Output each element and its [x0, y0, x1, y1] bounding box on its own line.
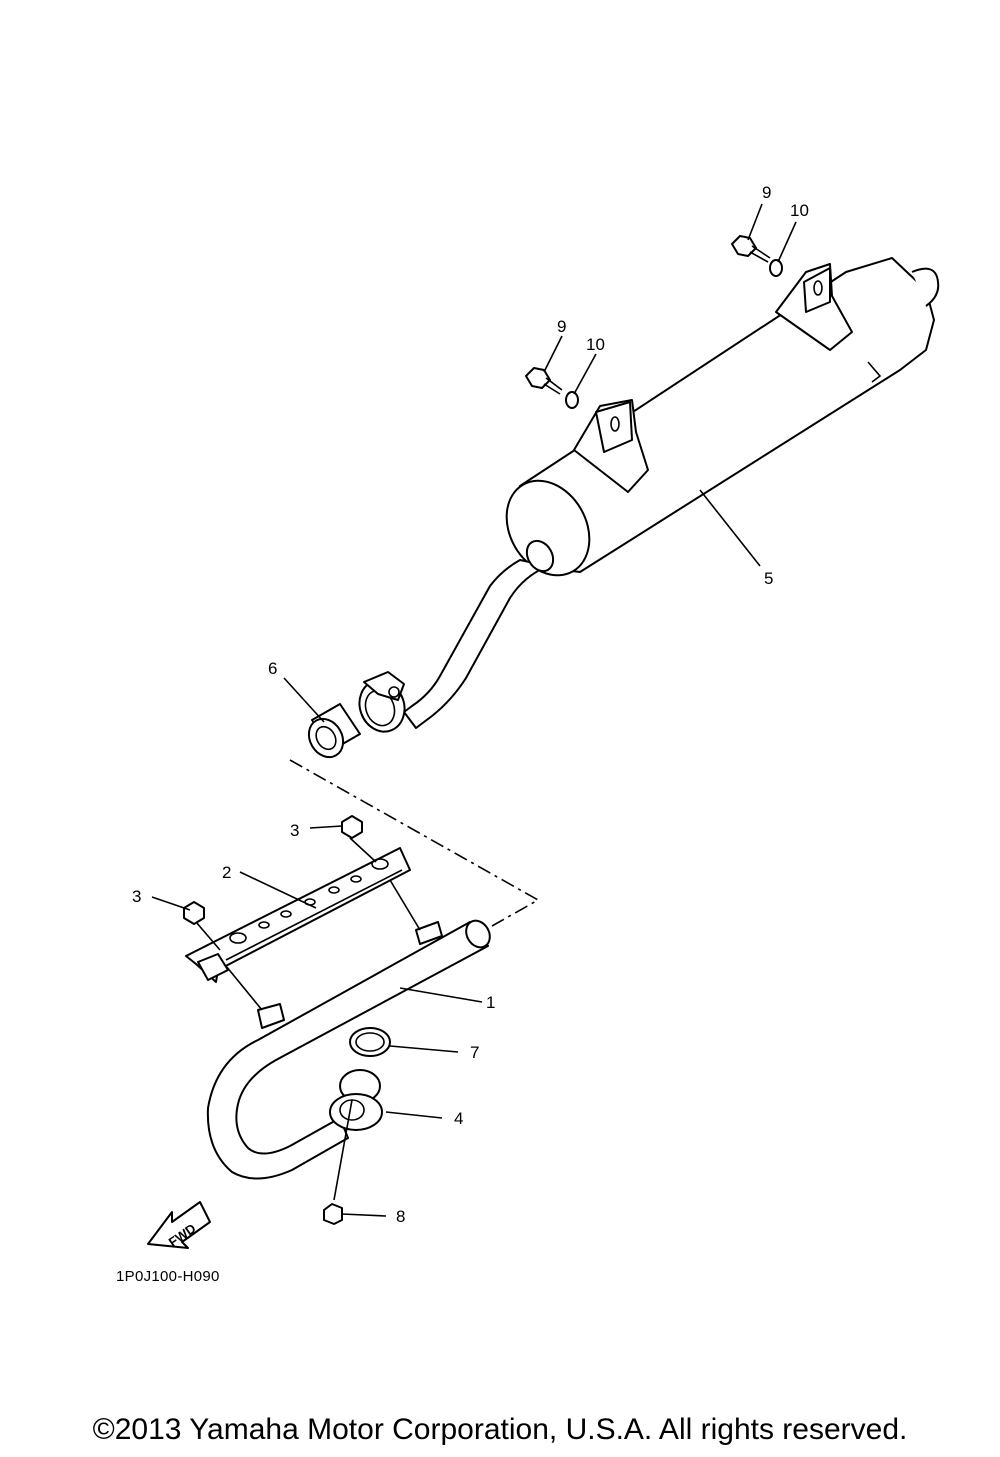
joint-flange — [329, 1069, 383, 1131]
bolt-9-lower — [525, 367, 563, 395]
callout-9-upper: 9 — [762, 183, 771, 202]
callout-1: 1 — [486, 993, 495, 1012]
callout-3-lower: 3 — [132, 887, 141, 906]
callout-8: 8 — [396, 1207, 405, 1226]
copyright-notice: ©2013 Yamaha Motor Corporation, U.S.A. A… — [92, 1413, 908, 1446]
bolt-9-upper — [731, 235, 771, 263]
callout-7: 7 — [470, 1043, 479, 1062]
washer-10-lower — [565, 391, 579, 409]
callout-2: 2 — [222, 863, 231, 882]
callout-5: 5 — [764, 569, 773, 588]
bolt-8 — [323, 1099, 353, 1225]
fwd-arrow-icon: FWD — [147, 1201, 211, 1250]
diagram-code: 1P0J100-H090 — [116, 1268, 220, 1285]
gasket-sleeve — [307, 703, 361, 759]
washer-10-upper — [769, 259, 783, 277]
heat-protector — [185, 847, 421, 1011]
callout-3-upper: 3 — [290, 821, 299, 840]
centerline — [289, 759, 540, 927]
callout-6: 6 — [268, 659, 277, 678]
callout-10-lower: 10 — [586, 335, 605, 354]
leader-lines — [151, 203, 797, 1217]
muffler — [358, 257, 940, 733]
callout-9-lower: 9 — [557, 317, 566, 336]
bolt-3-lower — [183, 901, 221, 951]
callout-10-upper: 10 — [790, 201, 809, 220]
exhaust-pipe — [206, 919, 491, 1180]
bolt-3-upper — [341, 815, 377, 863]
callout-4: 4 — [454, 1109, 463, 1128]
